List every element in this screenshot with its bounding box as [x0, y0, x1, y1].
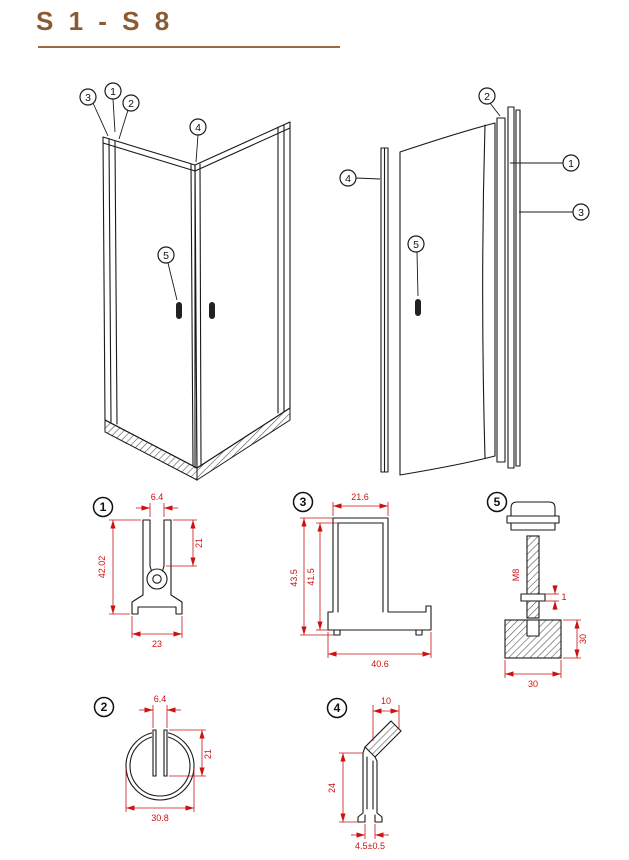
dim-height-inner-value: 41.5: [306, 568, 316, 586]
callout-3: 3: [79, 88, 109, 137]
dim-washer-thickness: 1: [545, 585, 567, 610]
wall-profile-bar: [380, 147, 389, 473]
dim-top-width-value: 21.6: [351, 492, 369, 502]
callout-1-label: 1: [110, 86, 116, 98]
section-label-4: 4: [326, 697, 348, 719]
dim-slot-depth-value: 21: [203, 749, 213, 759]
section-5-number: 5: [494, 495, 501, 509]
section-2-number: 2: [101, 700, 108, 714]
dim-overall-height-value: 42.02: [97, 556, 107, 579]
dim-block-width-value: 30: [528, 679, 538, 689]
dim-base-width: 23: [131, 616, 183, 649]
dim-flange-width: 40.6: [327, 632, 432, 669]
callout-1-label: 1: [568, 158, 574, 170]
profile-section-2: 2 6.4 21: [93, 694, 213, 823]
dim-diameter: 30.8: [125, 768, 195, 823]
callout-5: 5: [407, 235, 425, 297]
glass-panels: [102, 121, 291, 469]
dim-slot-depth: 21: [169, 729, 213, 777]
callout-4-label: 4: [195, 122, 201, 134]
callout-2-label: 2: [484, 91, 490, 103]
dim-block-width: 30: [504, 660, 562, 689]
section-label-2: 2: [93, 696, 115, 718]
mounting-block: [504, 619, 562, 659]
dim-bottom-gap: 4.5±0.5: [351, 824, 389, 851]
callout-3: 3: [519, 203, 590, 221]
section-4-number: 4: [334, 701, 341, 715]
curved-glass-panel: [399, 122, 496, 476]
right-wall-profiles: [507, 106, 521, 469]
dim-overall-height: 42.02: [97, 519, 141, 615]
right-wall-profile: [277, 124, 285, 414]
dim-glass-gap-value: 6.4: [151, 492, 164, 502]
callout-3-label: 3: [578, 207, 584, 219]
dim-thread-value: M8: [511, 569, 521, 582]
dim-flange-width-value: 40.6: [371, 659, 389, 669]
left-wall-profile: [108, 138, 118, 425]
profile-section-3: 3 21.6 43.5 41.5: [290, 491, 432, 669]
section-3-number: 3: [300, 495, 307, 509]
section-label-3: 3: [292, 491, 314, 513]
callout-5: 5: [157, 246, 178, 301]
callout-5-label: 5: [413, 239, 419, 251]
bottom-rails: [104, 407, 291, 481]
callout-1: 1: [104, 82, 122, 133]
dim-bottom-gap-value: 4.5±0.5: [355, 841, 385, 851]
profile-outline: [125, 726, 195, 801]
callout-3-label: 3: [85, 92, 91, 104]
profile-outline: [357, 720, 402, 823]
dim-top-width: 21.6: [332, 492, 389, 516]
knob-assembly-section-5: 5 M8 1: [486, 491, 588, 689]
dim-top-width-value: 10: [381, 696, 391, 706]
curved-door-drawing: 2 4 5 1 3: [339, 87, 590, 476]
callout-2: 2: [118, 94, 140, 140]
door-handle-right: [209, 302, 215, 319]
corner-enclosure-drawing: 3 1 2 4 5: [79, 82, 291, 481]
corner-profile: [190, 163, 202, 469]
dim-glass-gap: 6.4: [139, 694, 181, 728]
callout-4: 4: [339, 169, 381, 187]
dim-block-height: 30: [563, 619, 588, 659]
washer: [520, 593, 546, 602]
dim-thread: M8: [511, 569, 521, 582]
profile-outline: [131, 519, 183, 615]
dim-height-outer-value: 43.5: [290, 569, 299, 587]
page-title: S 1 - S 8: [36, 6, 174, 36]
callout-2-label: 2: [128, 98, 134, 110]
callout-4-label: 4: [345, 173, 351, 185]
profile-section-4: 4 10 24 4.5±0.5: [326, 696, 402, 851]
callout-2: 2: [478, 87, 501, 117]
section-label-1: 1: [92, 496, 114, 518]
callout-5-label: 5: [163, 250, 169, 262]
callout-1: 1: [510, 154, 580, 172]
dim-base-width-value: 23: [152, 639, 162, 649]
dim-top-width: 10: [372, 696, 400, 741]
knob-cap: [506, 501, 560, 531]
callout-4: 4: [189, 118, 207, 163]
dim-channel-depth: 21: [166, 519, 204, 567]
threaded-stud: [526, 535, 540, 619]
dim-glass-gap-value: 6.4: [154, 694, 167, 704]
dim-height-value: 24: [327, 783, 337, 793]
section-label-5: 5: [486, 491, 508, 513]
dim-channel-depth-value: 21: [194, 538, 204, 548]
profile-section-1: 1 6.4 21: [92, 492, 204, 649]
section-1-number: 1: [100, 500, 107, 514]
dim-glass-gap: 6.4: [136, 492, 178, 517]
dim-washer-thickness-value: 1: [561, 592, 566, 602]
title-underline: [38, 46, 340, 48]
dim-height: 24: [327, 752, 363, 823]
door-handle-left: [176, 302, 182, 319]
dim-height-inner: 41.5: [306, 522, 338, 631]
profile-outline: [327, 517, 432, 636]
dim-diameter-value: 30.8: [151, 813, 169, 823]
dim-block-height-value: 30: [578, 634, 588, 644]
door-handle: [415, 299, 421, 316]
door-edge-profile: [496, 117, 506, 463]
